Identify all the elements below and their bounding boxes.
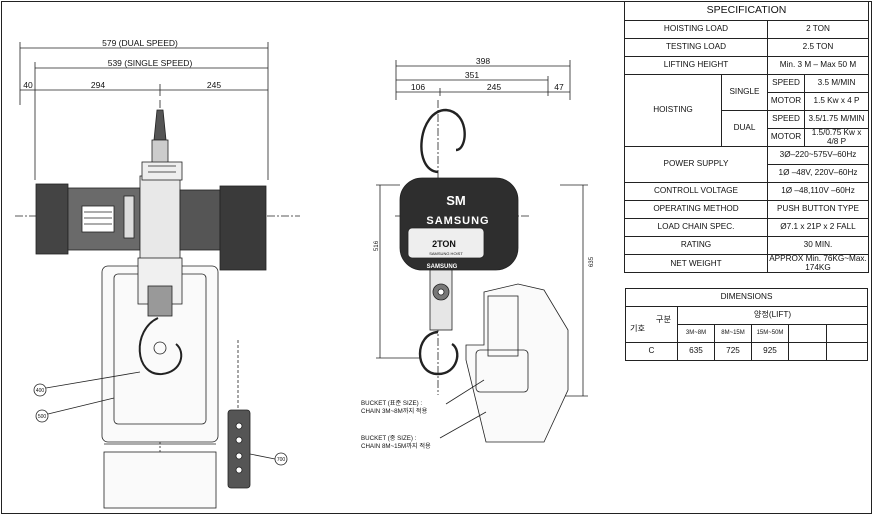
- dim-351: 351: [465, 70, 479, 80]
- dual-label: DUAL: [721, 109, 768, 148]
- value-blank-1: [788, 342, 827, 361]
- dim-245-side: 245: [487, 82, 501, 92]
- body-brand: SAMSUNG: [426, 215, 489, 227]
- header-gubun: 구분: [655, 314, 671, 324]
- col-3m-8m: 3M~8M: [677, 324, 715, 343]
- col-8m-15m: 8M~15M: [714, 324, 752, 343]
- operating-method-value: PUSH BUTTON TYPE: [767, 200, 869, 220]
- dim-635: 635: [588, 256, 595, 267]
- capacity-plate: 2TON: [432, 239, 456, 249]
- dim-516: 516: [373, 240, 380, 251]
- net-weight-value: APPROX Min. 76KG~Max. 174KG: [767, 254, 869, 274]
- col-blank-1: [788, 324, 827, 343]
- dual-speed-value: 3.5/1.75 M/MIN: [804, 110, 869, 129]
- col-blank-2: [826, 324, 868, 343]
- control-voltage-value: 1Ø –48,110V –60Hz: [767, 182, 869, 202]
- dim-106: 106: [411, 82, 425, 92]
- rating-label: RATING: [624, 236, 768, 256]
- dual-motor-value: 1.5/0.75 Kw x 4/8 P: [804, 127, 869, 148]
- value-blank-2: [826, 342, 868, 361]
- power-supply-1ph: 1Ø –48V, 220V–60Hz: [767, 164, 869, 184]
- callout-400: 400: [36, 388, 45, 394]
- callout-500: 500: [38, 414, 47, 420]
- capacity-plate-sub: SAMSUNG HOIST: [429, 251, 463, 256]
- body-logo: SM: [446, 193, 466, 208]
- dimensions-table: DIMENSIONS 구분 기호 양정(LIFT) 3M~8M 8M~15M 1…: [625, 288, 868, 361]
- dim-dual-speed: 579 (DUAL SPEED): [102, 38, 178, 48]
- net-weight-label: NET WEIGHT: [624, 254, 768, 274]
- front-view: [15, 42, 300, 509]
- power-supply-3ph: 3Ø–220~575V–60Hz: [767, 146, 869, 166]
- header-lift: 양정(LIFT): [677, 306, 868, 325]
- rating-value: 30 MIN.: [767, 236, 869, 256]
- dim-47: 47: [554, 82, 564, 92]
- header-symbol: 기호: [630, 323, 646, 333]
- lifting-height-value: Min. 3 M – Max 50 M: [767, 56, 869, 75]
- dim-40: 40: [23, 80, 33, 90]
- single-motor-label: MOTOR: [767, 92, 805, 111]
- power-supply-label: POWER SUPPLY: [624, 146, 768, 184]
- dimensions-title: DIMENSIONS: [625, 288, 868, 307]
- bucket-mid-line2: CHAIN 8M~15M까지 적용: [361, 442, 431, 450]
- callout-700: 700: [277, 457, 286, 463]
- bucket-std-line1: BUCKET (표준 SIZE) :: [361, 400, 422, 407]
- single-speed-label: SPEED: [767, 74, 805, 93]
- testing-load-label: TESTING LOAD: [624, 38, 768, 57]
- hoisting-load-label: HOISTING LOAD: [624, 20, 768, 39]
- dim-single-speed: 539 (SINGLE SPEED): [108, 58, 193, 68]
- hoisting-label: HOISTING: [624, 73, 722, 148]
- operating-method-label: OPERATING METHOD: [624, 200, 768, 220]
- value-3m-8m: 635: [677, 342, 715, 361]
- load-chain-label: LOAD CHAIN SPEC.: [624, 218, 768, 238]
- dual-motor-label: MOTOR: [767, 127, 805, 148]
- dual-speed-label: SPEED: [767, 110, 805, 129]
- header-gubun-symbol: 구분 기호: [625, 306, 678, 343]
- col-15m-50m: 15M~50M: [751, 324, 789, 343]
- single-motor-value: 1.5 Kw x 4 P: [804, 92, 869, 111]
- dim-398: 398: [476, 56, 490, 66]
- lifting-height-label: LIFTING HEIGHT: [624, 56, 768, 75]
- row-symbol-c: C: [625, 342, 678, 361]
- spec-title: SPECIFICATION: [624, 1, 869, 21]
- block-brand: SAMSUNG: [427, 264, 458, 270]
- testing-load-value: 2.5 TON: [767, 38, 869, 57]
- side-view: [376, 60, 588, 443]
- single-label: SINGLE: [721, 74, 768, 111]
- control-voltage-label: CONTROLL VOLTAGE: [624, 182, 768, 202]
- bucket-mid-line1: BUCKET (중 SIZE) :: [361, 435, 417, 442]
- value-15m-50m: 925: [751, 342, 789, 361]
- load-chain-value: Ø7.1 x 21P x 2 FALL: [767, 218, 869, 238]
- bucket-std-line2: CHAIN 3M~8M까지 적용: [361, 407, 428, 415]
- dim-294: 294: [91, 80, 105, 90]
- hoisting-load-value: 2 TON: [767, 20, 869, 39]
- dim-245: 245: [207, 80, 221, 90]
- value-8m-15m: 725: [714, 342, 752, 361]
- single-speed-value: 3.5 M/MIN: [804, 74, 869, 93]
